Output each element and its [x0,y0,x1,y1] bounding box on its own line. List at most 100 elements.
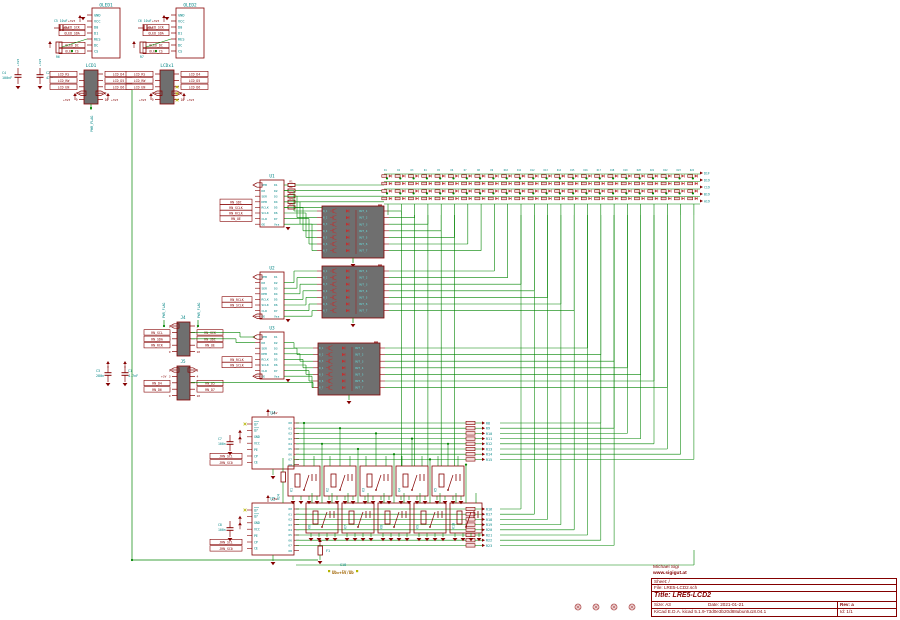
ground-icon [460,538,466,542]
svg-text:D14: D14 [557,169,562,172]
power-arrow-icon [78,15,82,18]
relay-k4[interactable]: K4 [395,437,429,505]
svg-text:N_4: N_4 [319,367,324,370]
junction-dot [625,192,628,195]
svg-text:K6: K6 [308,525,312,529]
junction-dot [356,447,360,451]
svg-text:10: 10 [181,98,185,102]
oled-module-oled1[interactable]: OLED1GNDVCCD0D1RESDCCS+3V3OLED_SCKOLED_S… [48,3,121,60]
relay-k3[interactable]: K3 [359,432,393,505]
svg-text:+3V3: +3V3 [152,19,159,23]
title-block-tool-row: KiCad E.D.A. kicad 5.1.9-73d0e3b20d88ubu… [652,608,896,616]
svg-text:100nF: 100nF [2,76,12,80]
counter-u5[interactable]: U5Q7Q7GNDVCCPECPCEJRN_SC1JRN_SC0O0O1O2O3… [209,495,299,566]
svg-text:N_5: N_5 [323,296,328,299]
svg-text:OUT_3: OUT_3 [359,222,368,226]
svg-text:C2: C2 [46,71,50,75]
svg-text:R14: R14 [486,453,492,457]
svg-text:C5 10uF: C5 10uF [54,19,68,23]
junction-dot [572,177,575,180]
lcd-header-lcd1[interactable]: LCD112345678910LCD_RSLCD_RWLCD_ENLCD_D4L… [49,63,133,132]
relay-k6[interactable]: K6 [305,442,339,542]
svg-text:RN_D4: RN_D4 [152,382,162,386]
svg-text:O4: O4 [288,442,292,446]
power-arrow-icon [149,93,153,96]
svg-text:LCD_RW: LCD_RW [134,79,146,83]
relay-k9[interactable]: K9 [413,458,447,542]
svg-text:OUT_6: OUT_6 [355,379,364,383]
svg-text:OLED_DC: OLED_DC [65,44,79,48]
svg-text:RCLK: RCLK [262,206,269,210]
relay-k5[interactable]: K5 [431,442,465,505]
svg-text:CE: CE [254,547,258,551]
svg-text:CLR: CLR [262,217,268,221]
svg-text:D0: D0 [262,341,266,345]
svg-text:D4: D4 [274,200,278,204]
svg-text:LCD_D5: LCD_D5 [113,79,125,83]
junction-dot [399,177,402,180]
svg-text:C1: C1 [128,369,132,373]
svg-text:RES: RES [178,37,185,41]
svg-text:R24: R24 [277,494,281,500]
relay-k7[interactable]: K7 [341,447,375,542]
svg-text:K8: K8 [380,525,384,529]
svg-text:OUT_7: OUT_7 [359,309,368,313]
junction-dot [439,177,442,180]
svg-text:D3: D3 [274,346,278,350]
svg-text:N_1: N_1 [323,270,328,273]
svg-text:PE: PE [254,534,258,538]
counter-u4[interactable]: U4Q7Q7GNDVCCPECPCEJRN_SC1JRN_SC0O0O1O2O3… [209,409,299,480]
svg-text:SER: SER [262,286,268,290]
relay-k1[interactable]: K1 [287,421,321,505]
svg-text:C8: C8 [218,523,222,527]
svg-text:N_5: N_5 [319,373,324,376]
hier-arrow-icon [171,90,182,96]
svg-text:B19: B19 [704,192,710,196]
ground-icon [324,538,330,542]
svg-text:R16: R16 [486,507,492,511]
svg-text:LCD1: LCD1 [86,63,97,69]
svg-text:Q7: Q7 [254,515,258,519]
svg-text:D5: D5 [274,206,278,210]
svg-text:RN_SCL: RN_SCL [151,331,163,335]
bus-wires[interactable] [130,90,695,566]
ground-icon [396,538,402,542]
relay-k8[interactable]: K8 [377,453,411,542]
svg-text:LCD_D4: LCD_D4 [189,73,201,77]
svg-text:D9: D9 [490,169,493,172]
svg-text:10: 10 [105,98,109,102]
lcd-header-lcdx1[interactable]: LCDx112345678910LCD_RSLCD_RWLCD_ENLCD_D4… [125,63,209,105]
svg-text:D6: D6 [274,363,278,367]
junction-dot [302,421,306,425]
title-block-author: Michael Sigi [653,565,679,570]
ground-icon [468,538,474,542]
oled-module-oled2[interactable]: OLED2GNDVCCD0D1RESDCCS+3V3OLED_SCKOLED_S… [132,3,205,60]
svg-text:O5: O5 [288,447,292,451]
svg-text:N_4: N_4 [323,290,328,293]
junction-dot [625,177,628,180]
svg-text:A19: A19 [704,199,710,203]
svg-text:R3: R3 [289,191,293,195]
relay-k10[interactable]: K10 [449,463,483,542]
junction-dot [320,442,324,445]
pin-header-j4[interactable]: J412345678910PWR_FLAGPWR_FLAGRN_SCLRN_SD… [143,303,224,357]
svg-text:OUT_4: OUT_4 [359,289,368,293]
junction-dot [410,437,414,440]
svg-text:U4: U4 [270,411,276,417]
svg-text:DEB: DEB [262,292,268,296]
svg-text:C4: C4 [2,71,6,75]
junction-dot [558,192,562,195]
svg-text:RN_SDI: RN_SDI [230,200,242,204]
